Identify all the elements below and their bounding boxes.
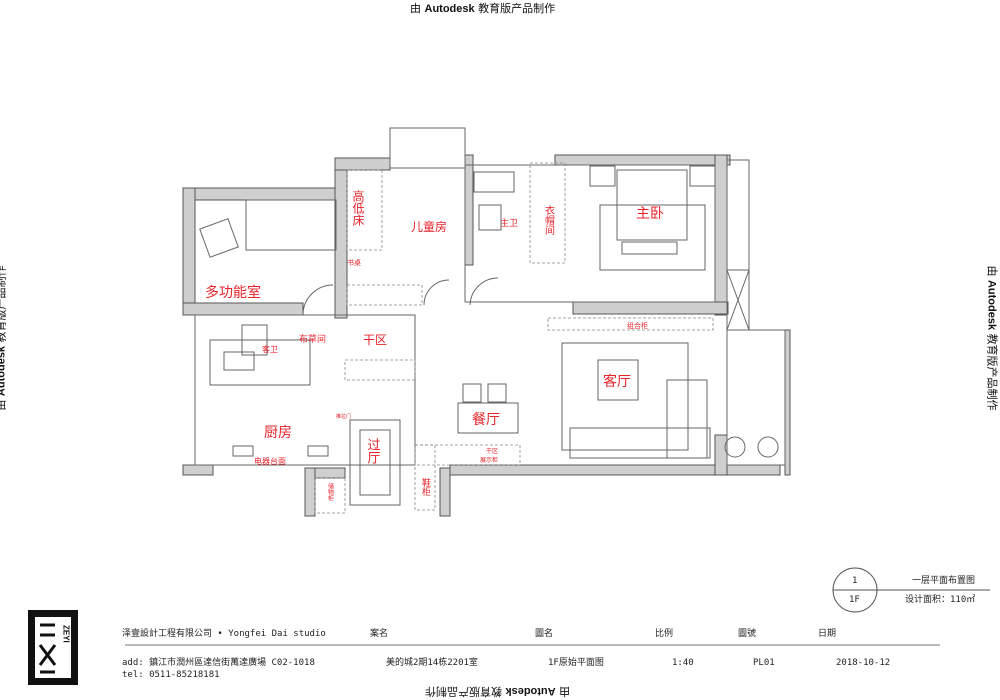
tag-title: 一层平面布置图 (912, 574, 975, 586)
date-value: 2018-10-12 (836, 658, 890, 668)
label-sliding-door: 推拉门 (336, 413, 351, 420)
watermark-brand: Autodesk (424, 3, 475, 15)
outlines (194, 127, 786, 506)
number-value: PL01 (753, 658, 775, 668)
watermark-prefix: 由 (410, 2, 421, 15)
label-storage-cabinet: 储物柜 (327, 482, 334, 502)
drawing-value: 1F原始平面图 (548, 656, 604, 668)
label-combo-cabinet: 组合柜 (627, 321, 648, 330)
dashed-cabinets (314, 162, 714, 514)
label-closet: 衣帽间 (543, 204, 555, 236)
company-name: 泽壹設計工程有限公司 • Yongfei Dai studio (122, 627, 326, 639)
watermark-top: 由 Autodesk 教育版产品制作 (410, 0, 555, 16)
label-desk: 书桌 (347, 258, 361, 267)
label-kitchen: 厨房 (264, 425, 292, 441)
label-dining: 餐厅 (472, 412, 500, 428)
label-multi-room: 多功能室 (205, 284, 261, 301)
drawing-tag: 1 1F 一层平面布置图 设计面积：110㎡ (832, 567, 990, 613)
walls (182, 154, 791, 517)
company-tel: tel: 0511-85218181 (122, 670, 220, 680)
label-dry-area-cabinet: 干区 (486, 448, 498, 455)
room-labels: 多功能室 高低床 儿童房 书桌 主卫 衣帽间 主卧 组合柜 客厅 餐厅 客卫 布… (205, 189, 664, 503)
label-appliance-counter: 电器台面 (254, 456, 286, 466)
title-block: ZEYI 泽壹設計工程有限公司 • Yongfei Dai studio add… (28, 610, 940, 685)
watermark-suffix: 教育版产品制作 (478, 2, 556, 15)
label-guest-bath: 客卫 (262, 344, 278, 354)
scale-label: 比例 (655, 627, 673, 639)
date-label: 日期 (818, 628, 836, 639)
project-label: 案名 (370, 627, 388, 639)
label-bunk-bed: 高低床 (351, 189, 365, 226)
label-living: 客厅 (603, 373, 631, 390)
label-hall: 过厅 (365, 438, 381, 464)
tag-area: 设计面积：110㎡ (905, 593, 975, 605)
label-shoe-cabinet: 鞋柜 (420, 477, 431, 497)
tag-floor: 1F (849, 595, 860, 605)
label-linen-room: 布草间 (299, 333, 326, 345)
number-label: 圖號 (738, 627, 756, 639)
label-master-bath: 主卫 (500, 217, 518, 229)
svg-text:ZEYI: ZEYI (62, 625, 71, 643)
scale-value: 1:40 (672, 658, 694, 668)
tag-number: 1 (852, 576, 857, 586)
project-value: 美的城2期14栋2201室 (386, 656, 478, 668)
drawing-label: 圖名 (535, 627, 553, 639)
label-master-bed: 主卧 (636, 206, 664, 222)
label-display-cabinet: 展示柜 (480, 456, 498, 464)
label-kids-room: 儿童房 (411, 219, 447, 234)
company-address: add: 鎮江市潤州區達信街萬達廣場 C02-1018 (122, 656, 315, 668)
label-dry-area: 干区 (363, 333, 387, 347)
